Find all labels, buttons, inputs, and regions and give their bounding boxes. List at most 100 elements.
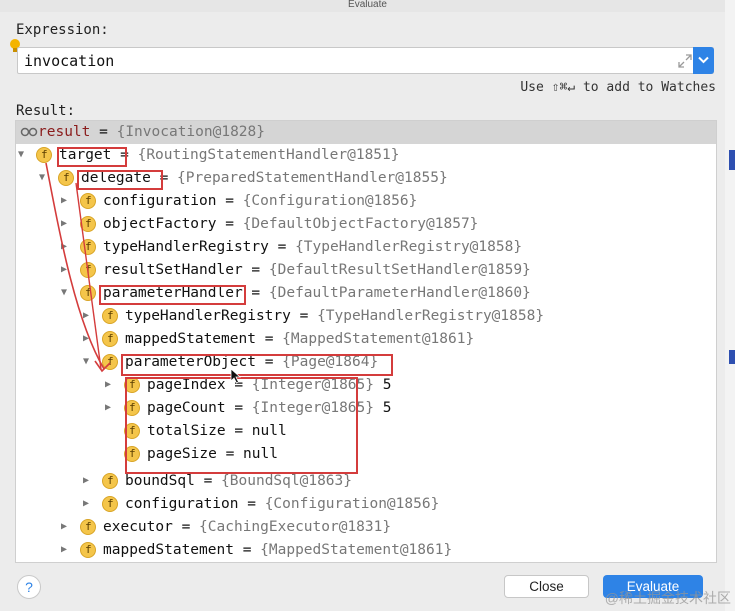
tree-row-mappedstatement[interactable]: ▶ f mappedStatement = {MappedStatement@1… (16, 328, 716, 351)
add-to-watches-hint: Use ⇧⌘↵ to add to Watches (520, 80, 716, 95)
collapsed-arrow-icon[interactable]: ▶ (83, 475, 90, 486)
field-name: totalSize (147, 423, 226, 439)
collapsed-arrow-icon[interactable]: ▶ (83, 333, 90, 344)
collapsed-arrow-icon[interactable]: ▶ (61, 218, 68, 229)
tree-row-typehandlerregistry[interactable]: ▶ f typeHandlerRegistry = {TypeHandlerRe… (16, 305, 716, 328)
background-accent (729, 150, 735, 170)
field-icon: f (124, 400, 140, 416)
equals-sign: = (251, 262, 261, 278)
field-icon: f (102, 308, 118, 324)
expression-field[interactable] (17, 47, 714, 74)
object-reference: {MappedStatement@1861} (260, 542, 453, 558)
collapsed-arrow-icon[interactable]: ▶ (61, 264, 68, 275)
annotation-arrow (45, 162, 111, 373)
field-value: null (243, 446, 278, 462)
object-reference: {Invocation@1828} (116, 124, 265, 140)
field-name: parameterObject (125, 354, 256, 370)
background-window-strip (725, 0, 735, 611)
field-icon: f (80, 519, 96, 535)
tree-row-executor[interactable]: ▶ f executor = {CachingExecutor@1831} (16, 516, 716, 539)
field-name: boundSql (125, 473, 195, 489)
chevron-down-icon (698, 56, 709, 64)
object-reference: {PreparedStatementHandler@1855} (177, 170, 448, 186)
field-icon: f (80, 216, 96, 232)
collapsed-arrow-icon[interactable]: ▶ (61, 544, 68, 555)
collapsed-arrow-icon[interactable]: ▶ (61, 241, 68, 252)
collapsed-arrow-icon[interactable]: ▶ (83, 310, 90, 321)
equals-sign: = (225, 193, 234, 209)
close-button[interactable]: Close (504, 575, 589, 598)
variable-name: result (38, 124, 91, 140)
object-reference: {TypeHandlerRegistry@1858} (295, 239, 523, 255)
object-reference: {BoundSql@1863} (221, 473, 352, 489)
collapsed-arrow-icon[interactable]: ▶ (105, 379, 112, 390)
field-name: mappedStatement (125, 331, 256, 347)
collapsed-arrow-icon[interactable]: ▶ (61, 195, 68, 206)
object-reference: {TypeHandlerRegistry@1858} (317, 308, 545, 324)
tree-row-pagesize[interactable]: f pageSize = null (16, 443, 716, 466)
field-icon: f (58, 170, 74, 186)
field-icon: f (80, 542, 96, 558)
lightbulb-icon[interactable] (9, 38, 21, 54)
title-bar: Evaluate (0, 0, 735, 12)
object-reference: {RoutingStatementHandler@1851} (137, 147, 400, 163)
tree-row-resultsethandler[interactable]: ▶ f resultSetHandler = {DefaultResultSet… (16, 259, 716, 282)
tree-row-configuration[interactable]: ▶ f configuration = {Configuration@1856} (16, 493, 716, 516)
field-value: 5 (382, 377, 392, 393)
field-value: null (251, 423, 287, 439)
field-icon: f (80, 193, 96, 209)
tree-row-configuration[interactable]: ▶ f configuration = {Configuration@1856} (16, 190, 716, 213)
field-icon: f (124, 377, 140, 393)
field-name: configuration (103, 193, 217, 209)
tree-row-pageindex[interactable]: ▶ f pageIndex = {Integer@1865} 5 (16, 374, 716, 397)
tree-row-pagecount[interactable]: ▶ f pageCount = {Integer@1865} 5 (16, 397, 716, 420)
tree-row-delegate[interactable]: ▼ f delegate = {PreparedStatementHandler… (16, 167, 716, 190)
tree-row-parameterobject[interactable]: ▼ f parameterObject = {Page@1864} (16, 351, 716, 374)
tree-row-objectfactory[interactable]: ▶ f objectFactory = {DefaultObjectFactor… (16, 213, 716, 236)
equals-sign: = (120, 147, 129, 163)
equals-sign: = (234, 423, 244, 439)
evaluate-button[interactable]: Evaluate (603, 575, 703, 598)
collapsed-arrow-icon[interactable]: ▶ (61, 521, 68, 532)
tree-row-mappedstatement[interactable]: ▶ f mappedStatement = {MappedStatement@1… (16, 539, 716, 562)
field-name: typeHandlerRegistry (103, 239, 269, 255)
equals-sign: = (234, 400, 244, 416)
tree-row-boundsql[interactable]: ▶ f boundSql = {BoundSql@1863} (16, 470, 716, 493)
collapsed-arrow-icon[interactable]: ▶ (83, 498, 90, 509)
equals-sign: = (299, 308, 309, 324)
help-button[interactable]: ? (17, 575, 41, 599)
tree-row-typehandlerregistry[interactable]: ▶ f typeHandlerRegistry = {TypeHandlerRe… (16, 236, 716, 259)
object-reference: {CachingExecutor@1831} (199, 519, 392, 535)
equals-sign: = (251, 285, 261, 301)
window-title: Evaluate (348, 0, 387, 10)
expanded-arrow-icon[interactable]: ▼ (39, 172, 46, 183)
expanded-arrow-icon[interactable]: ▼ (18, 149, 25, 160)
result-label: Result: (16, 103, 76, 119)
field-icon: f (102, 473, 118, 489)
object-reference: {Configuration@1856} (242, 193, 418, 209)
field-icon: f (36, 147, 52, 163)
tree-row-parameterhandler[interactable]: ▼ f parameterHandler = {DefaultParameter… (16, 282, 716, 305)
tree-row-result[interactable]: result = {Invocation@1828} (16, 121, 716, 144)
equals-sign: = (99, 124, 108, 140)
equals-sign: = (242, 542, 252, 558)
history-dropdown-button[interactable] (693, 47, 714, 74)
watch-result-icon (20, 127, 38, 137)
field-value: 5 (382, 400, 392, 416)
expanded-arrow-icon[interactable]: ▼ (83, 356, 90, 367)
object-reference: {MappedStatement@1861} (282, 331, 475, 347)
mouse-cursor-icon (230, 368, 242, 384)
field-name: pageSize (147, 446, 217, 462)
result-tree[interactable]: result = {Invocation@1828} ▼ f target = … (15, 120, 717, 563)
field-name: target (59, 147, 112, 163)
equals-sign: = (159, 170, 169, 186)
expanded-arrow-icon[interactable]: ▼ (61, 287, 68, 298)
collapsed-arrow-icon[interactable]: ▶ (105, 402, 112, 413)
expand-icon[interactable] (678, 54, 692, 68)
expression-input[interactable] (24, 52, 664, 70)
tree-row-totalsize[interactable]: f totalSize = null (16, 420, 716, 443)
tree-row-target[interactable]: ▼ f target = {RoutingStatementHandler@18… (16, 144, 716, 167)
equals-sign: = (277, 239, 287, 255)
equals-sign: = (225, 216, 234, 232)
field-name: objectFactory (103, 216, 217, 232)
